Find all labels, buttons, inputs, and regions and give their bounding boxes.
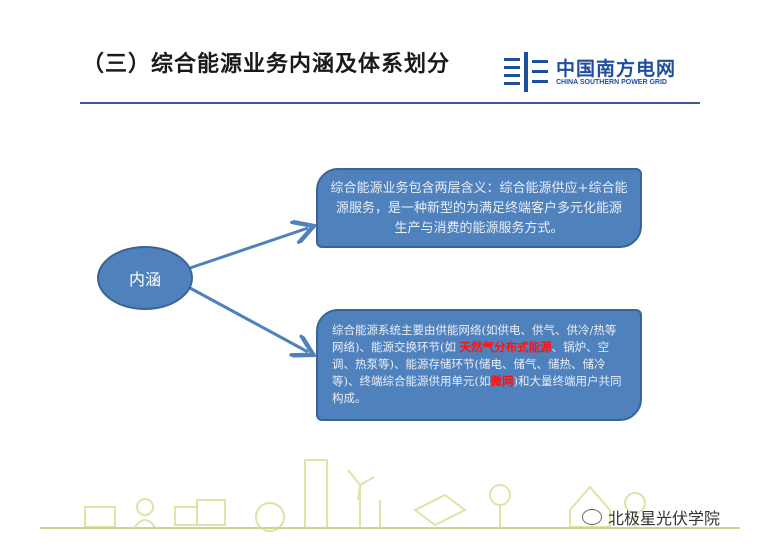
csg-logo-icon	[504, 52, 548, 92]
system-text-3: )和大量终端用户共同构成。	[332, 374, 622, 405]
system-text-1: 综合能源系统主要由供能网络(如供电、供气、供冷/热等网络)、能源交换环节(如	[332, 323, 617, 354]
watermark-text: 北极星光伏学院	[608, 509, 721, 528]
title-divider	[80, 102, 700, 104]
arrow-up	[189, 228, 308, 270]
highlight-gas: 天然气分布式能源	[459, 340, 552, 354]
highlight-microgrid: 微网	[490, 374, 514, 388]
center-node: 内涵	[97, 246, 193, 310]
csg-logo: 中国南方电网 CHINA SOUTHERN POWER GRID	[504, 52, 704, 92]
slide-title: （三）综合能源业务内涵及体系划分	[82, 52, 451, 77]
energy-skyline-illustration	[40, 459, 740, 532]
system-text-2: 、锅炉、空调、热泵等)、能源存储环节(储电、储气、储热、储冷等)、终端综合能源供…	[332, 340, 610, 388]
logo-cn: 中国南方电网	[556, 58, 677, 80]
logo-en: CHINA SOUTHERN POWER GRID	[556, 79, 667, 86]
arrow-down	[189, 286, 308, 352]
wechat-icon	[582, 509, 602, 525]
definition-box: 综合能源业务包含两层含义：综合能源供应+综合能源服务，是一种新型的为满足终端客户…	[316, 168, 642, 248]
system-box: 综合能源系统主要由供能网络(如供电、供气、供冷/热等网络)、能源交换环节(如 天…	[316, 309, 642, 421]
watermark: 北极星光伏学院	[582, 505, 720, 529]
